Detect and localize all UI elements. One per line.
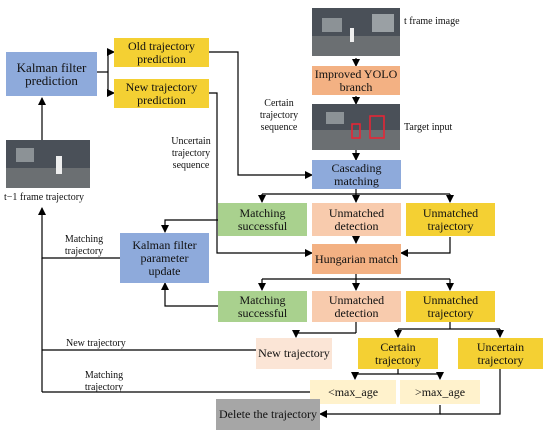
uncertain-sequence-label: Uncertain trajectory sequence (171, 136, 211, 171)
old-trajectory-prediction-box: Old trajectory prediction (114, 38, 209, 67)
t1-frame-label: t−1 frame trajectory (4, 192, 85, 203)
kalman-prediction-box: Kalman filter prediction (6, 52, 97, 96)
matching-successful-2: Matching successful (218, 291, 307, 322)
matching-successful-1: Matching successful (218, 203, 307, 236)
unmatched-trajectory-2: Unmatched trajectory (406, 291, 495, 322)
gt-max-age-box: >max_age (400, 380, 480, 404)
kalman-update-box: Kalman filter parameter update (120, 233, 209, 283)
cascading-matching-box: Cascading matching (312, 160, 401, 189)
delete-trajectory-box: Delete the trajectory (216, 399, 320, 430)
certain-trajectory-box: Certain trajectory (358, 338, 438, 369)
new-trajectory-prediction-box: New trajectory prediction (114, 79, 209, 108)
t-frame-image (312, 8, 400, 56)
lt-max-age-box: <max_age (310, 380, 396, 404)
matching-trajectory-label-2: Matching trajectory (84, 370, 124, 393)
unmatched-detection-2: Unmatched detection (312, 291, 401, 322)
new-trajectory-box: New trajectory (256, 338, 332, 369)
certain-sequence-label: Certain trajectory sequence (259, 98, 299, 133)
uncertain-trajectory-box: Uncertain trajectory (458, 338, 543, 369)
t-frame-label: t frame image (404, 16, 460, 27)
improved-yolo-box: Improved YOLO branch (312, 66, 400, 95)
new-trajectory-label: New trajectory (66, 338, 126, 349)
target-input-image (312, 104, 400, 150)
matching-trajectory-label-1: Matching trajectory (64, 234, 104, 257)
target-input-label: Target input (404, 122, 453, 133)
t1-frame-image (6, 140, 90, 188)
camera-image-icon (312, 8, 400, 56)
unmatched-trajectory-1: Unmatched trajectory (406, 203, 495, 236)
hungarian-match-box: Hungarian match (312, 244, 401, 274)
unmatched-detection-1: Unmatched detection (312, 203, 401, 236)
